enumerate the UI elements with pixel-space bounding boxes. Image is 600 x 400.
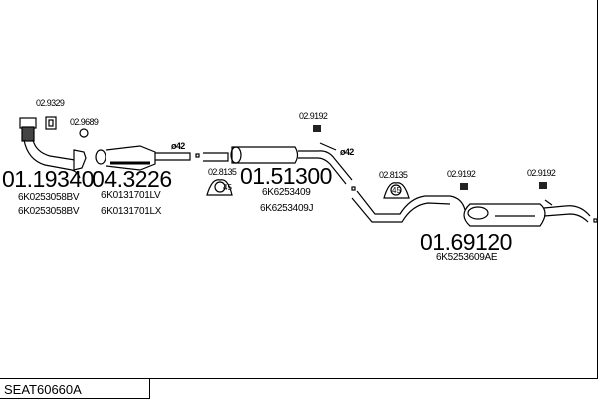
diameter-label: ø42 <box>171 141 185 151</box>
part-reference: 6K0131701LX <box>101 206 162 217</box>
catalyst-drawing <box>95 145 191 171</box>
part-number: 01.69120 <box>420 229 512 255</box>
rear-pipe-drawing <box>351 190 598 227</box>
accessory-number: 02.8135 <box>208 167 237 177</box>
part-reference: 6K0131701LV <box>101 190 161 201</box>
hanger-drawing-3 <box>539 182 547 189</box>
diameter-label: ø42 <box>340 147 354 157</box>
clamp-size-label-2: 45 <box>392 186 401 195</box>
diagram-code: SEAT60660A <box>0 378 150 399</box>
accessory-number: 02.9689 <box>70 117 99 127</box>
part-reference: 6K5253609AE <box>436 252 498 263</box>
accessory-number: 02.8135 <box>379 170 408 180</box>
diagram-frame <box>0 0 598 379</box>
middle-silencer-drawing <box>203 142 353 185</box>
accessory-number: 02.9192 <box>447 169 476 179</box>
hanger-drawing-1 <box>313 125 321 132</box>
clamp-45-drawing-1 <box>206 179 233 196</box>
part-reference: 6K6253409J <box>260 203 314 214</box>
ring-02-9689-drawing <box>79 128 89 138</box>
clamp-size-label-1: 45 <box>223 183 232 192</box>
part-number: 01.51300 <box>240 163 332 189</box>
hanger-drawing-2 <box>460 183 468 190</box>
front-pipe-drawing <box>19 117 87 179</box>
part-reference: 6K0253058BV <box>18 192 80 203</box>
part-reference: 6K6253409 <box>262 187 311 198</box>
clamp-45-drawing-2 <box>383 182 410 199</box>
accessory-number: 02.9192 <box>299 111 328 121</box>
part-number: 04.3226 <box>92 166 172 192</box>
accessory-number: 02.9329 <box>36 98 65 108</box>
part-number: 01.19340 <box>2 166 94 192</box>
accessory-number: 02.9192 <box>527 168 556 178</box>
clamp-02-9329-drawing <box>45 116 57 130</box>
part-reference: 6K0253058BV <box>18 206 80 217</box>
